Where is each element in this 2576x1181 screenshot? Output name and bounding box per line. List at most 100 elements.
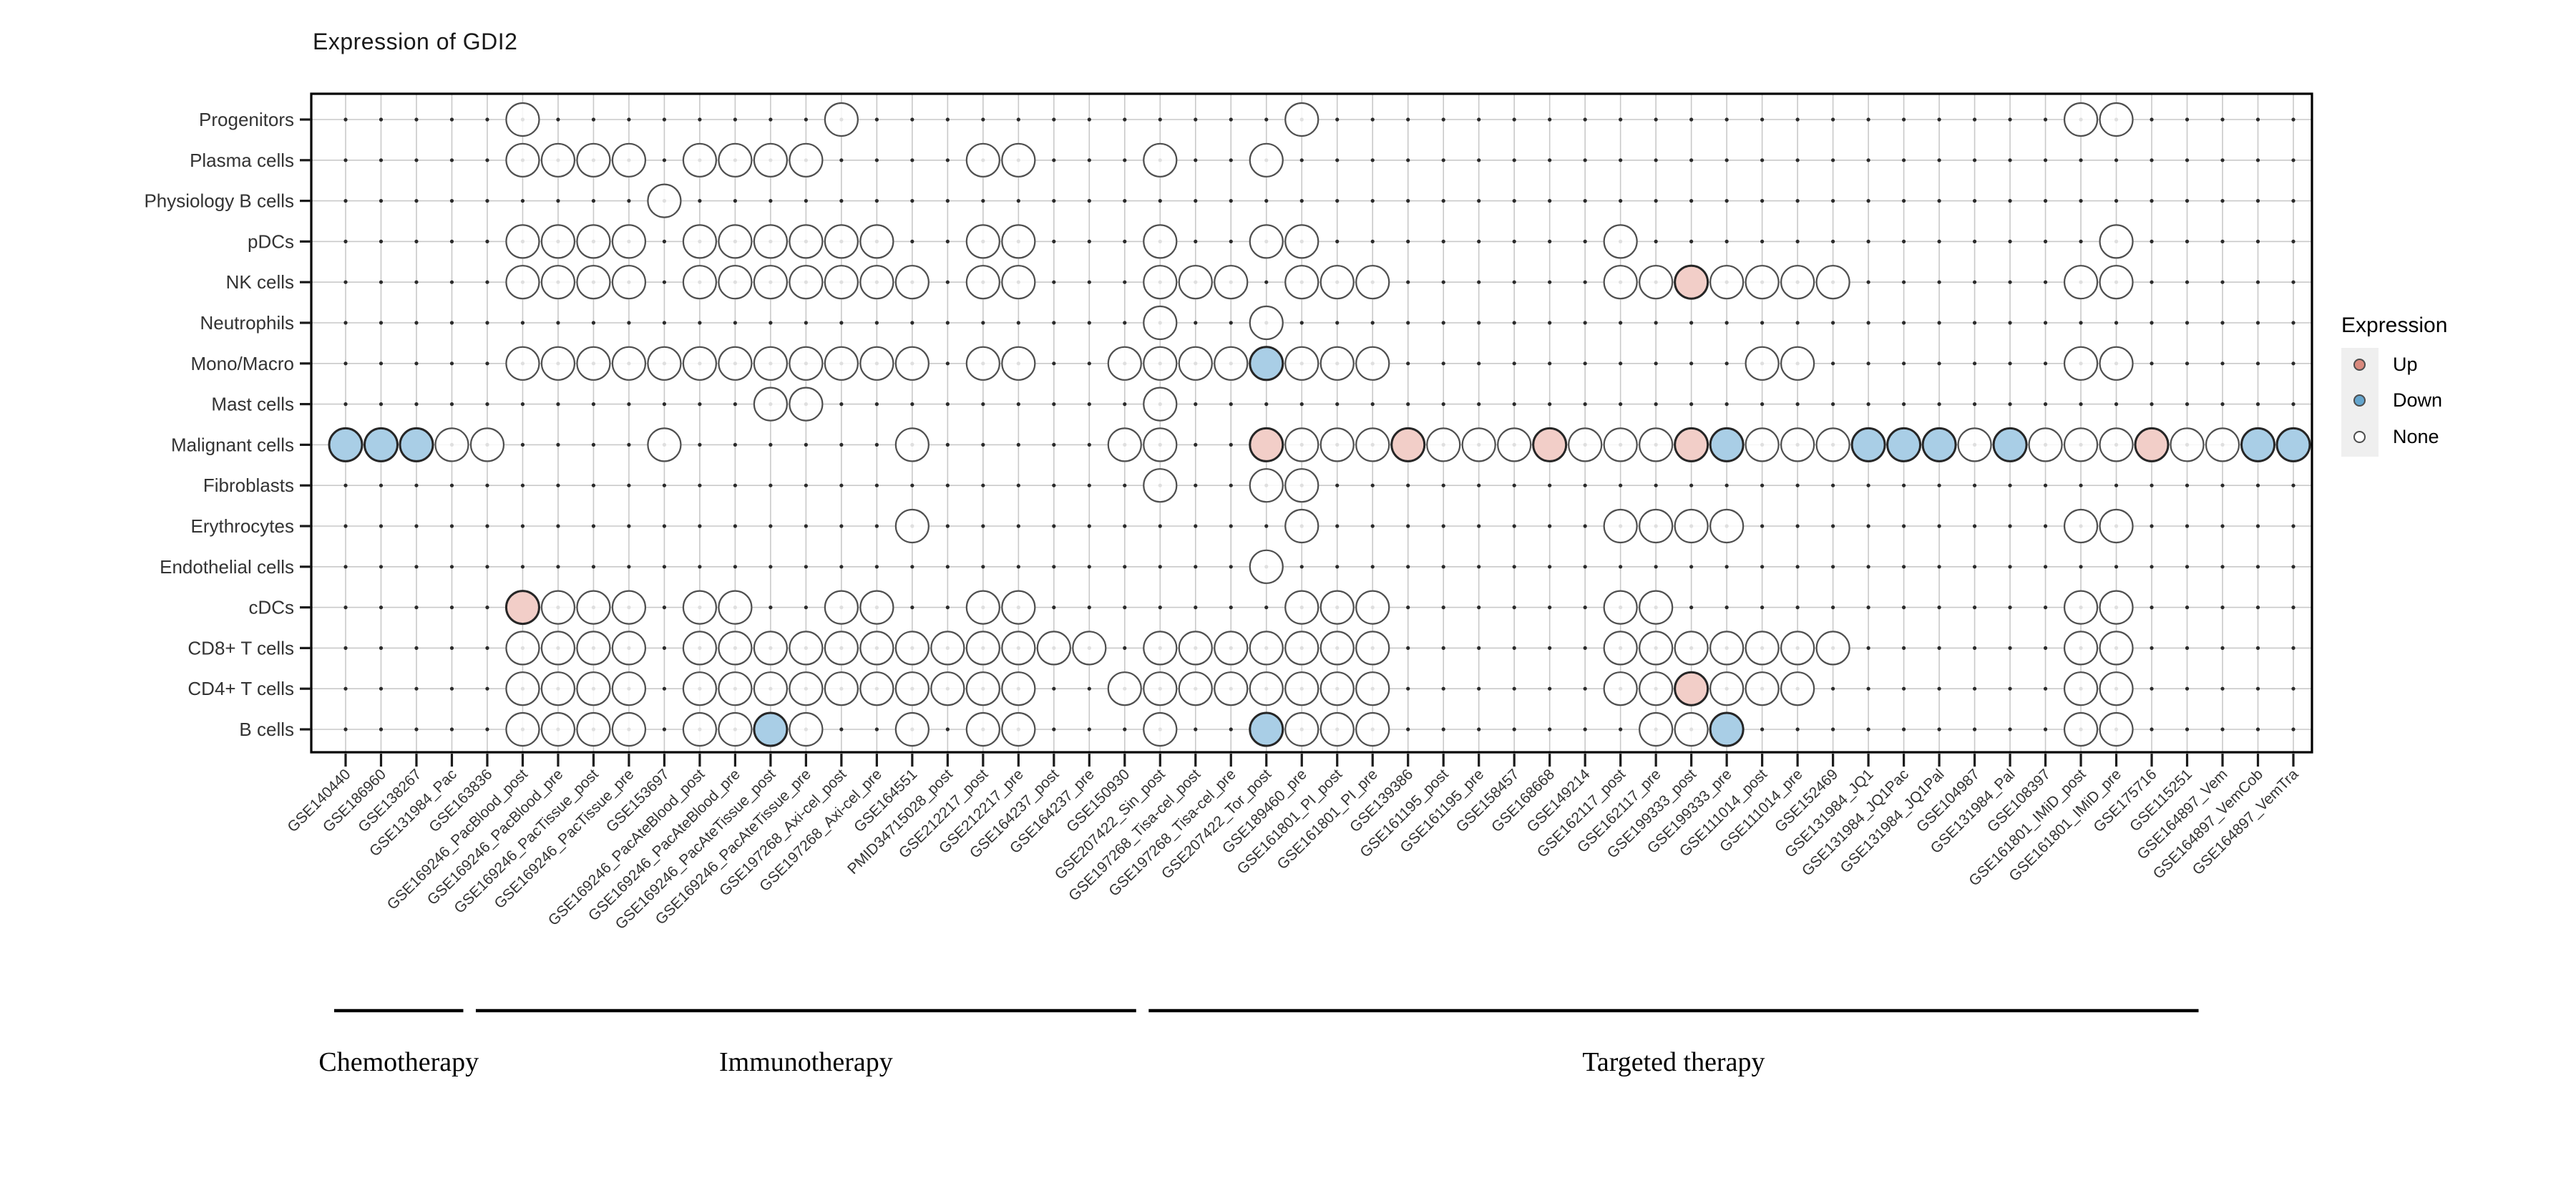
cell-circle [647,183,682,218]
y-axis-label: Endothelial cells [160,556,294,578]
y-axis-label: Physiology B cells [144,190,294,212]
cell-circle [1072,631,1107,666]
cell-circle [1780,631,1815,666]
cell-circle [1143,224,1178,259]
cell-circle [2063,265,2099,300]
cell-circle [1639,265,1674,300]
cell-circle [789,711,824,747]
cell-circle [965,631,1000,666]
cell-circle [1745,265,1780,300]
cell-circle [753,142,788,178]
cell-circle [1178,631,1213,666]
cell-circle [859,346,894,381]
cell-circle [1709,508,1745,544]
cell-circle [859,265,894,300]
cell-circle [682,671,718,706]
cell-circle [1036,631,1071,666]
y-axis-label: CD8+ T cells [187,637,294,658]
cell-circle [682,711,718,747]
y-axis-label: pDCs [248,230,294,252]
y-axis-label: Progenitors [199,109,294,130]
cell-circle [753,265,788,300]
y-axis-label: CD4+ T cells [187,678,294,699]
cell-circle [789,265,824,300]
cell-circle [1319,711,1355,747]
cell-circle [611,631,647,666]
cell-circle [1249,711,1284,747]
cell-circle [1603,671,1638,706]
cell-circle [1603,590,1638,625]
legend: Expression Up Down None [2331,314,2575,457]
cell-circle [1284,631,1319,666]
cell-circle [1319,265,1355,300]
cell-circle [1249,142,1284,178]
cell-circle [1355,711,1390,747]
cell-circle [1497,427,1532,462]
cell-circle [1355,590,1390,625]
cell-circle [647,427,682,462]
cell-circle [505,711,540,747]
y-axis-ticks [300,118,311,731]
cell-circle [1639,711,1674,747]
cell-circle [894,711,930,747]
cell-circle [1143,265,1178,300]
cell-circle [1639,631,1674,666]
cell-circle [611,711,647,747]
y-axis-label: B cells [239,719,294,740]
cell-circle [965,590,1000,625]
cell-circle [965,671,1000,706]
cell-circle [789,224,824,259]
cell-circle [2063,590,2099,625]
cell-circle [1674,671,1709,706]
cell-circle [859,631,894,666]
y-axis-label: Plasma cells [190,150,294,171]
cell-circle [753,387,788,422]
y-axis-label: Fibroblasts [203,475,294,496]
cell-circle [2063,102,2099,137]
cell-circle [894,508,930,544]
cell-circle [1107,671,1142,706]
cell-circle [1709,265,1745,300]
cell-circle [576,711,611,747]
cell-circle [1001,142,1036,178]
cell-circle [1178,346,1213,381]
cell-circle [1780,671,1815,706]
cell-circle [2205,427,2240,462]
cell-circle [1001,265,1036,300]
x-axis-ticks [344,754,2295,767]
y-axis-label: Neutrophils [200,312,294,334]
cell-circle [576,265,611,300]
cell-circle [1284,224,1319,259]
cell-circle [1249,549,1284,584]
cell-circle [2099,590,2134,625]
cell-circle [1532,427,1568,462]
cell-circle [1674,508,1709,544]
cell-circle [576,631,611,666]
cell-circle [859,590,894,625]
cell-circle [1780,427,1815,462]
cell-circle [1107,427,1142,462]
cell-circle [1639,427,1674,462]
cell-circle [611,224,647,259]
cell-circle [540,142,576,178]
cell-circle [1639,508,1674,544]
cell-circle [1319,631,1355,666]
cell-circle [1639,590,1674,625]
cell-circle [718,631,753,666]
cell-circle [1745,346,1780,381]
cell-circle [2099,102,2134,137]
cell-circle [2099,631,2134,666]
cell-circle [576,671,611,706]
cell-circle [1284,102,1319,137]
cell-circle [718,265,753,300]
cell-circle [824,102,859,137]
cell-circle [1143,671,1178,706]
cell-circle [1319,671,1355,706]
cell-circle [753,671,788,706]
y-axis-label: Erythrocytes [191,515,295,537]
cell-circle [930,671,965,706]
cell-circle [894,671,930,706]
therapy-group-label: Targeted therapy [1582,1047,1765,1077]
cell-circle [824,631,859,666]
